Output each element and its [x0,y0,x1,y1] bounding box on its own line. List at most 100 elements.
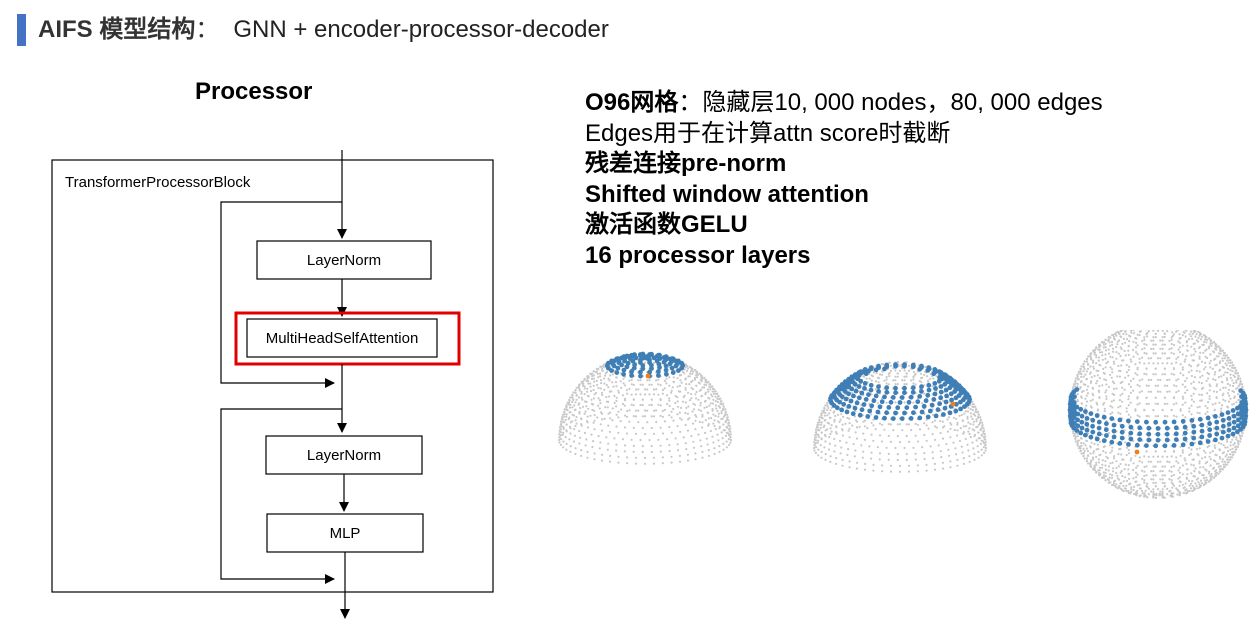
grid-point [1109,412,1112,416]
attention-window-point [884,385,890,391]
grid-point [878,434,882,437]
grid-point [892,429,895,432]
grid-point [1129,459,1132,462]
grid-point [828,412,831,415]
grid-point [1120,364,1123,367]
grid-point [568,425,572,428]
grid-point [1082,383,1085,386]
attention-window-point [893,362,898,367]
grid-point [611,419,614,422]
grid-point [686,364,689,368]
grid-point [864,419,867,422]
attention-window-point [1182,424,1188,430]
grid-point [887,423,890,426]
attention-window-point [925,414,931,420]
grid-point [1092,452,1095,455]
grid-point [962,432,965,435]
grid-point [1140,390,1144,393]
attention-window-point [1155,431,1161,437]
grid-point [1191,484,1194,488]
grid-point [686,412,689,415]
grid-point [1204,479,1207,482]
grid-point [880,440,884,443]
grid-point [668,365,671,368]
grid-point [688,417,691,420]
grid-point [841,458,844,461]
grid-point [589,382,592,385]
grid-point [691,367,694,371]
grid-point [1098,343,1101,346]
grid-point [866,389,869,392]
grid-point [1118,399,1121,402]
grid-point [860,444,863,447]
grid-point [1224,446,1227,449]
grid-point [565,404,568,407]
grid-point [1199,479,1203,482]
grid-point [1130,360,1133,363]
grid-point [1099,364,1102,367]
attention-window-point [958,399,963,405]
attention-highlight [234,311,461,366]
grid-point [847,429,850,432]
grid-point [695,384,698,387]
grid-point [1109,444,1112,447]
grid-point [619,420,622,423]
grid-point [1190,472,1193,475]
grid-point [1192,380,1195,383]
grid-point [978,437,981,440]
grid-point [982,446,985,449]
grid-point [1110,368,1114,371]
query-node-marker [1134,449,1140,455]
grid-point [695,415,698,418]
attention-window-point [938,395,944,401]
attention-window-point [846,391,852,397]
grid-point [1080,375,1083,378]
grid-point [1083,360,1086,363]
grid-point [1159,378,1162,382]
grid-point [571,406,574,409]
grid-point [1198,355,1201,358]
attention-window-point [913,404,918,410]
attention-window-point [647,369,652,375]
grid-point [1172,333,1176,336]
grid-point [571,420,574,423]
grid-point [896,372,899,375]
grid-point [596,416,599,419]
grid-point [1181,368,1184,371]
grid-point [1145,373,1148,376]
grid-point [1187,371,1191,374]
grid-point [933,462,936,465]
grid-point [1097,389,1100,392]
grid-point [578,385,581,388]
grid-point [913,374,916,377]
attention-window-point [1084,427,1090,433]
attention-window-point [1084,416,1090,421]
grid-point [1106,360,1109,363]
grid-point [700,445,703,448]
grid-point [841,428,844,431]
grid-point [1186,389,1189,392]
grid-point [1172,492,1175,495]
grid-point [818,418,821,421]
grid-point [854,387,858,390]
grid-point [682,436,685,439]
grid-point [1103,410,1106,413]
grid-point [595,370,598,373]
grid-point [834,414,837,418]
attention-window-point [1182,436,1188,442]
grid-point [1136,396,1139,399]
grid-point [1217,352,1220,355]
grid-point [632,426,635,429]
grid-point [1171,334,1174,337]
grid-point [820,414,823,417]
grid-point [1166,493,1169,496]
grid-point [1102,403,1105,406]
grid-point [814,442,817,445]
grid-point [982,432,985,435]
grid-point [593,452,596,455]
grid-point [1221,359,1224,362]
attention-window-point [859,407,865,413]
grid-point [1115,345,1118,349]
grid-point [817,454,820,457]
grid-point [1152,474,1155,477]
